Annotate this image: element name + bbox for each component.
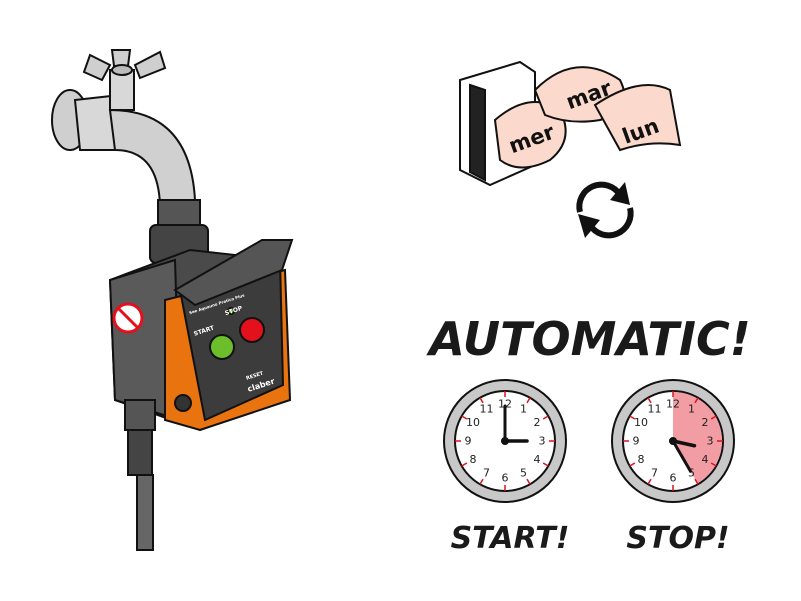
battery-cap	[174, 394, 192, 412]
hose	[136, 474, 154, 551]
calendar: mer mar lun	[459, 60, 682, 187]
clock-number: 6	[502, 472, 509, 485]
water-tap	[51, 49, 209, 264]
clock-tick	[479, 397, 484, 404]
clock-number: 10	[634, 416, 648, 429]
clock-number: 5	[688, 467, 695, 480]
clock-number: 5	[520, 467, 527, 480]
headline: AUTOMATIC!	[426, 312, 751, 366]
clock-number: 6	[670, 472, 677, 485]
device-reset-label: RESET	[245, 370, 264, 381]
clock-tick	[526, 478, 531, 485]
water-timer-device	[108, 239, 294, 551]
device-cover-flap	[173, 239, 294, 307]
clock-tick	[694, 397, 699, 404]
clock-number: 11	[648, 402, 662, 415]
clock-tick	[710, 462, 717, 467]
clock-number: 1	[688, 402, 695, 415]
hose-connector	[127, 429, 153, 476]
clock-number: 8	[469, 453, 476, 466]
clock-tick	[694, 478, 699, 485]
clock-tick	[629, 415, 636, 420]
clock-center	[669, 437, 677, 445]
clock-number: 12	[498, 398, 512, 411]
clock-tick	[629, 462, 636, 467]
start-caption: START!	[451, 521, 570, 556]
clock-number: 12	[666, 398, 680, 411]
clock-tick	[461, 415, 468, 420]
clock-number: 3	[707, 435, 714, 448]
clock-tick	[647, 478, 652, 485]
clock-tick	[479, 478, 484, 485]
clock-tick	[526, 397, 531, 404]
minute-hand	[671, 439, 692, 473]
tap-connector	[157, 199, 201, 229]
status-led	[227, 307, 235, 315]
repeat-cycle-icon	[576, 181, 634, 239]
tap-spout	[108, 108, 197, 207]
stop-button[interactable]	[239, 317, 265, 343]
clock-tick	[542, 462, 549, 467]
clock-number: 3	[539, 435, 546, 448]
clock-number: 2	[534, 416, 541, 429]
clock-number: 9	[633, 435, 640, 448]
clock-number: 9	[465, 435, 472, 448]
start-button[interactable]	[209, 334, 235, 360]
stop-caption: STOP!	[626, 521, 729, 556]
clock-tick	[542, 415, 549, 420]
clock-number: 7	[483, 467, 490, 480]
clock-number: 2	[702, 416, 709, 429]
clock-number: 8	[637, 453, 644, 466]
clock-number: 4	[534, 453, 541, 466]
clock-number: 7	[651, 467, 658, 480]
clock-number: 4	[702, 453, 709, 466]
clock-tick	[461, 462, 468, 467]
clock-tick	[647, 397, 652, 404]
clock-number: 10	[466, 416, 480, 429]
clock-number: 1	[520, 402, 527, 415]
clock-number: 11	[480, 402, 494, 415]
clock-tick	[710, 415, 717, 420]
clock-center	[501, 437, 509, 445]
